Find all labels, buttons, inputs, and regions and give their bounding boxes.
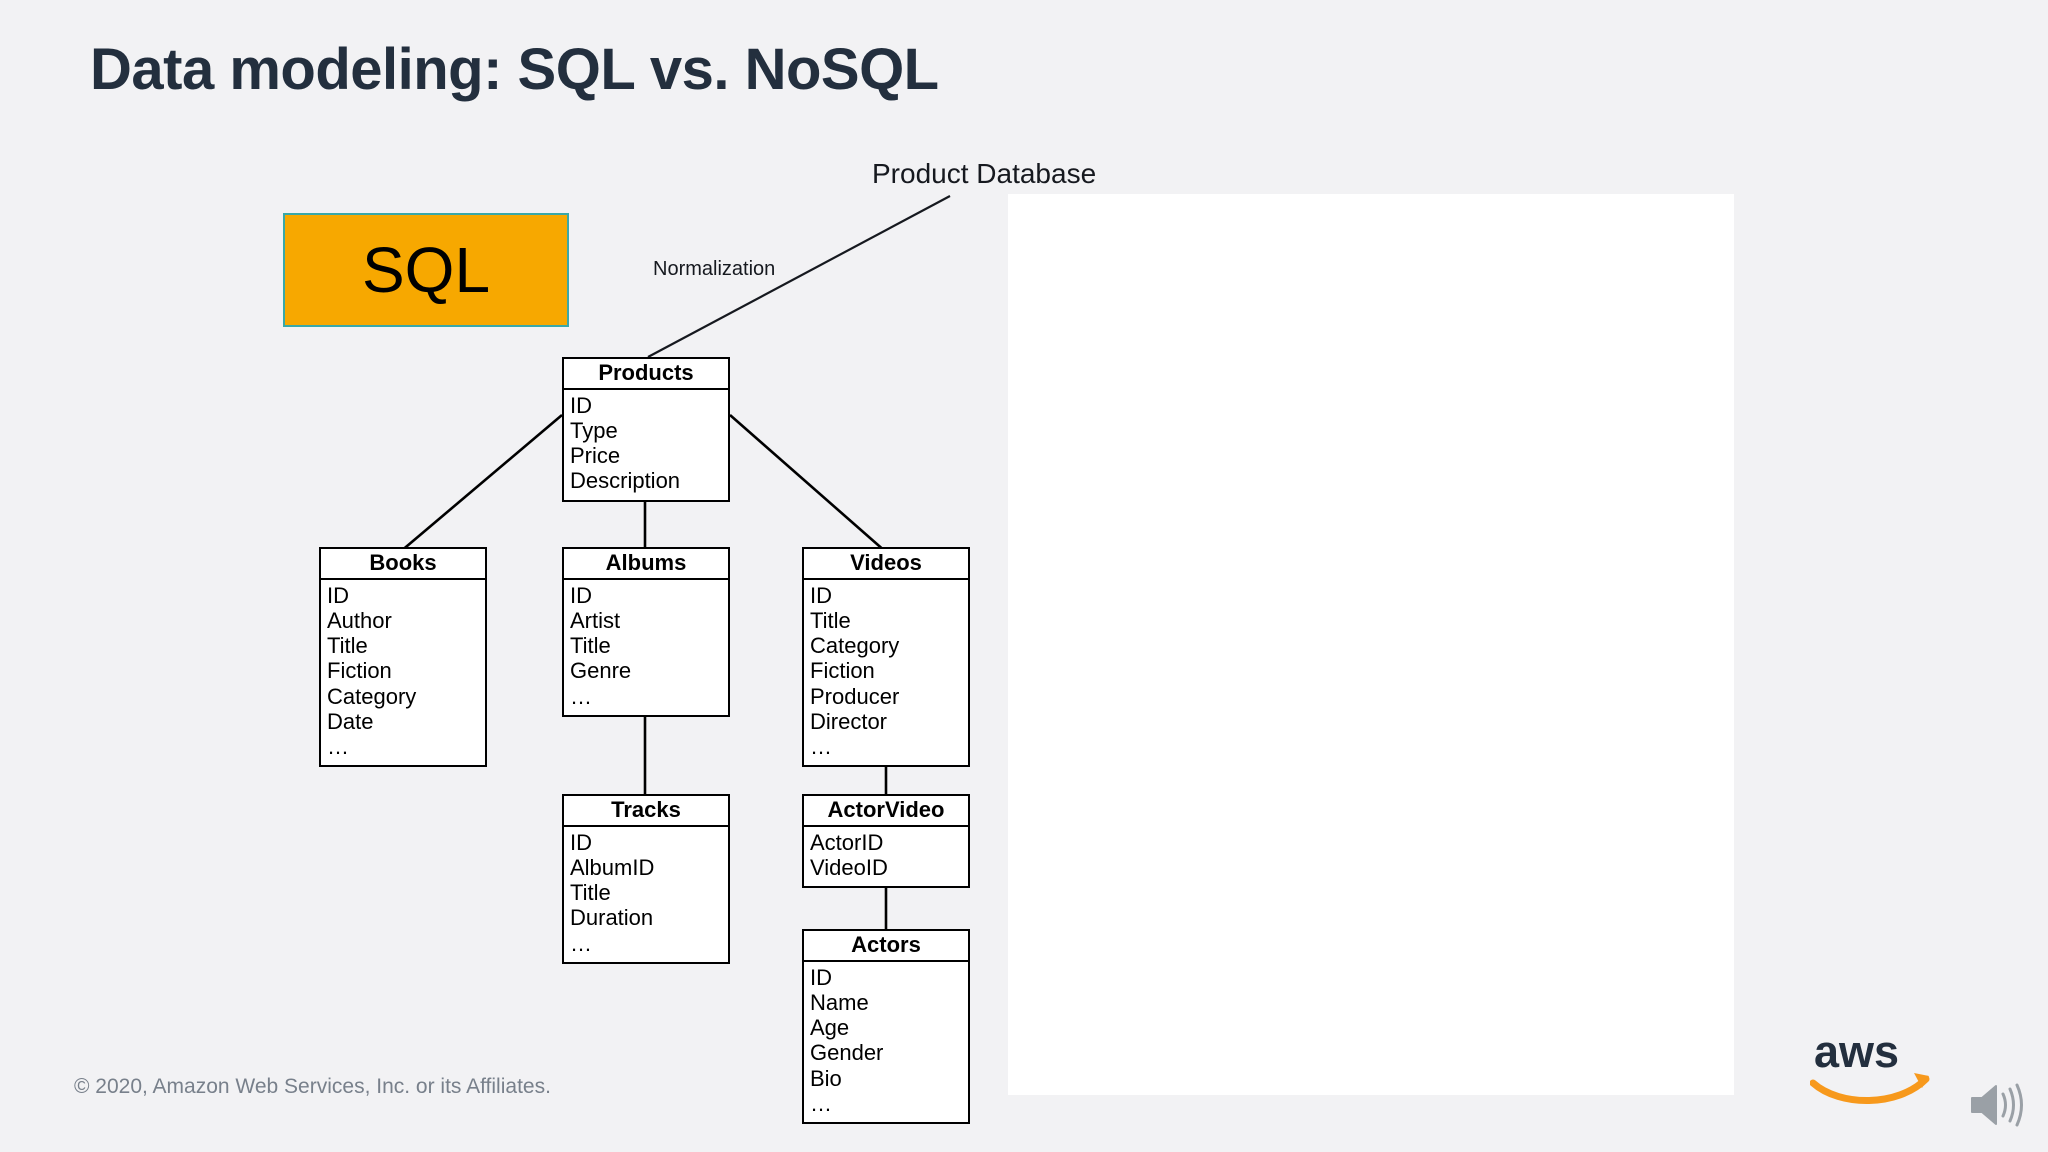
- entity-albums: Albums ID Artist Title Genre …: [562, 547, 730, 717]
- entity-field: ActorID: [810, 830, 884, 856]
- entity-products-fields: ID Type Price Description: [564, 390, 728, 499]
- entity-field: Producer: [810, 683, 900, 709]
- entity-albums-fields: ID Artist Title Genre …: [564, 580, 728, 714]
- entity-actorvideo-title: ActorVideo: [804, 796, 968, 828]
- entity-field: ID: [570, 830, 592, 856]
- entity-field: Bio: [810, 1065, 842, 1091]
- entity-albums-title: Albums: [564, 549, 728, 581]
- entity-field: Title: [327, 633, 368, 659]
- speaker-waves: [2001, 1083, 2023, 1127]
- entity-field: Price: [570, 443, 621, 469]
- entity-actors-fields: ID Name Age Gender Bio …: [804, 962, 968, 1122]
- entity-field: Author: [327, 608, 392, 634]
- entity-field: ID: [810, 583, 832, 609]
- entity-field: VideoID: [810, 855, 888, 881]
- entity-field: …: [570, 683, 592, 709]
- entity-field: ID: [570, 393, 592, 419]
- aws-smile-arrow: [1914, 1073, 1929, 1088]
- entity-field: Name: [810, 990, 869, 1016]
- callout-normalization: Normalization: [653, 258, 776, 280]
- entity-field: Category: [327, 683, 417, 709]
- entity-actors-title: Actors: [804, 931, 968, 963]
- entity-actors: Actors ID Name Age Gender Bio …: [802, 929, 970, 1124]
- entity-field: Gender: [810, 1040, 884, 1066]
- entity-videos-title: Videos: [804, 549, 968, 581]
- entity-field: Title: [570, 880, 611, 906]
- entity-tracks: Tracks ID AlbumID Title Duration …: [562, 794, 730, 964]
- connector-products-videos: [729, 414, 887, 553]
- nosql-reveal-panel: [1008, 194, 1734, 1095]
- entity-books: Books ID Author Title Fiction Category D…: [319, 547, 487, 767]
- entity-field: Fiction: [327, 658, 392, 684]
- entity-field: ID: [810, 965, 832, 991]
- sql-badge-label: SQL: [361, 234, 491, 306]
- entity-field: Title: [570, 633, 611, 659]
- entity-field: Genre: [570, 658, 632, 684]
- connector-products-books: [399, 414, 563, 553]
- entity-actorvideo-fields: ActorID VideoID: [804, 827, 968, 886]
- volume-icon[interactable]: [1968, 1080, 2024, 1130]
- entity-field: …: [810, 733, 832, 759]
- speaker-body: [1971, 1085, 1997, 1125]
- footer-copyright: © 2020, Amazon Web Services, Inc. or its…: [74, 1075, 551, 1098]
- callout-product-database: Product Database: [872, 158, 1097, 189]
- entity-field: Category: [810, 633, 900, 659]
- entity-videos: Videos ID Title Category Fiction Produce…: [802, 547, 970, 767]
- entity-videos-fields: ID Title Category Fiction Producer Direc…: [804, 580, 968, 765]
- entity-field: Description: [570, 468, 681, 494]
- entity-field: Date: [327, 708, 374, 734]
- entity-field: Type: [570, 418, 618, 444]
- sql-badge: SQL: [283, 213, 569, 327]
- entity-field: Title: [810, 608, 851, 634]
- entity-field: ID: [327, 583, 349, 609]
- entity-books-title: Books: [321, 549, 485, 581]
- aws-wordmark: aws: [1814, 1027, 1899, 1077]
- aws-logo: aws: [1810, 1027, 1930, 1104]
- entity-books-fields: ID Author Title Fiction Category Date …: [321, 580, 485, 765]
- entity-actorvideo: ActorVideo ActorID VideoID: [802, 794, 970, 889]
- page-title: Data modeling: SQL vs. NoSQL: [90, 37, 939, 102]
- entity-products-title: Products: [564, 359, 728, 391]
- entity-tracks-fields: ID AlbumID Title Duration …: [564, 827, 728, 961]
- entity-field: …: [810, 1090, 832, 1116]
- entity-field: ID: [570, 583, 592, 609]
- aws-smile-swoosh: [1810, 1075, 1930, 1104]
- entity-field: Age: [810, 1015, 850, 1041]
- entity-field: …: [327, 733, 349, 759]
- entity-products: Products ID Type Price Description: [562, 357, 730, 502]
- entity-field: Director: [810, 708, 888, 734]
- entity-field: Artist: [570, 608, 621, 634]
- entity-field: …: [570, 930, 592, 956]
- entity-field: Fiction: [810, 658, 875, 684]
- entity-tracks-title: Tracks: [564, 796, 728, 828]
- entity-field: AlbumID: [570, 855, 655, 881]
- entity-field: Duration: [570, 905, 654, 931]
